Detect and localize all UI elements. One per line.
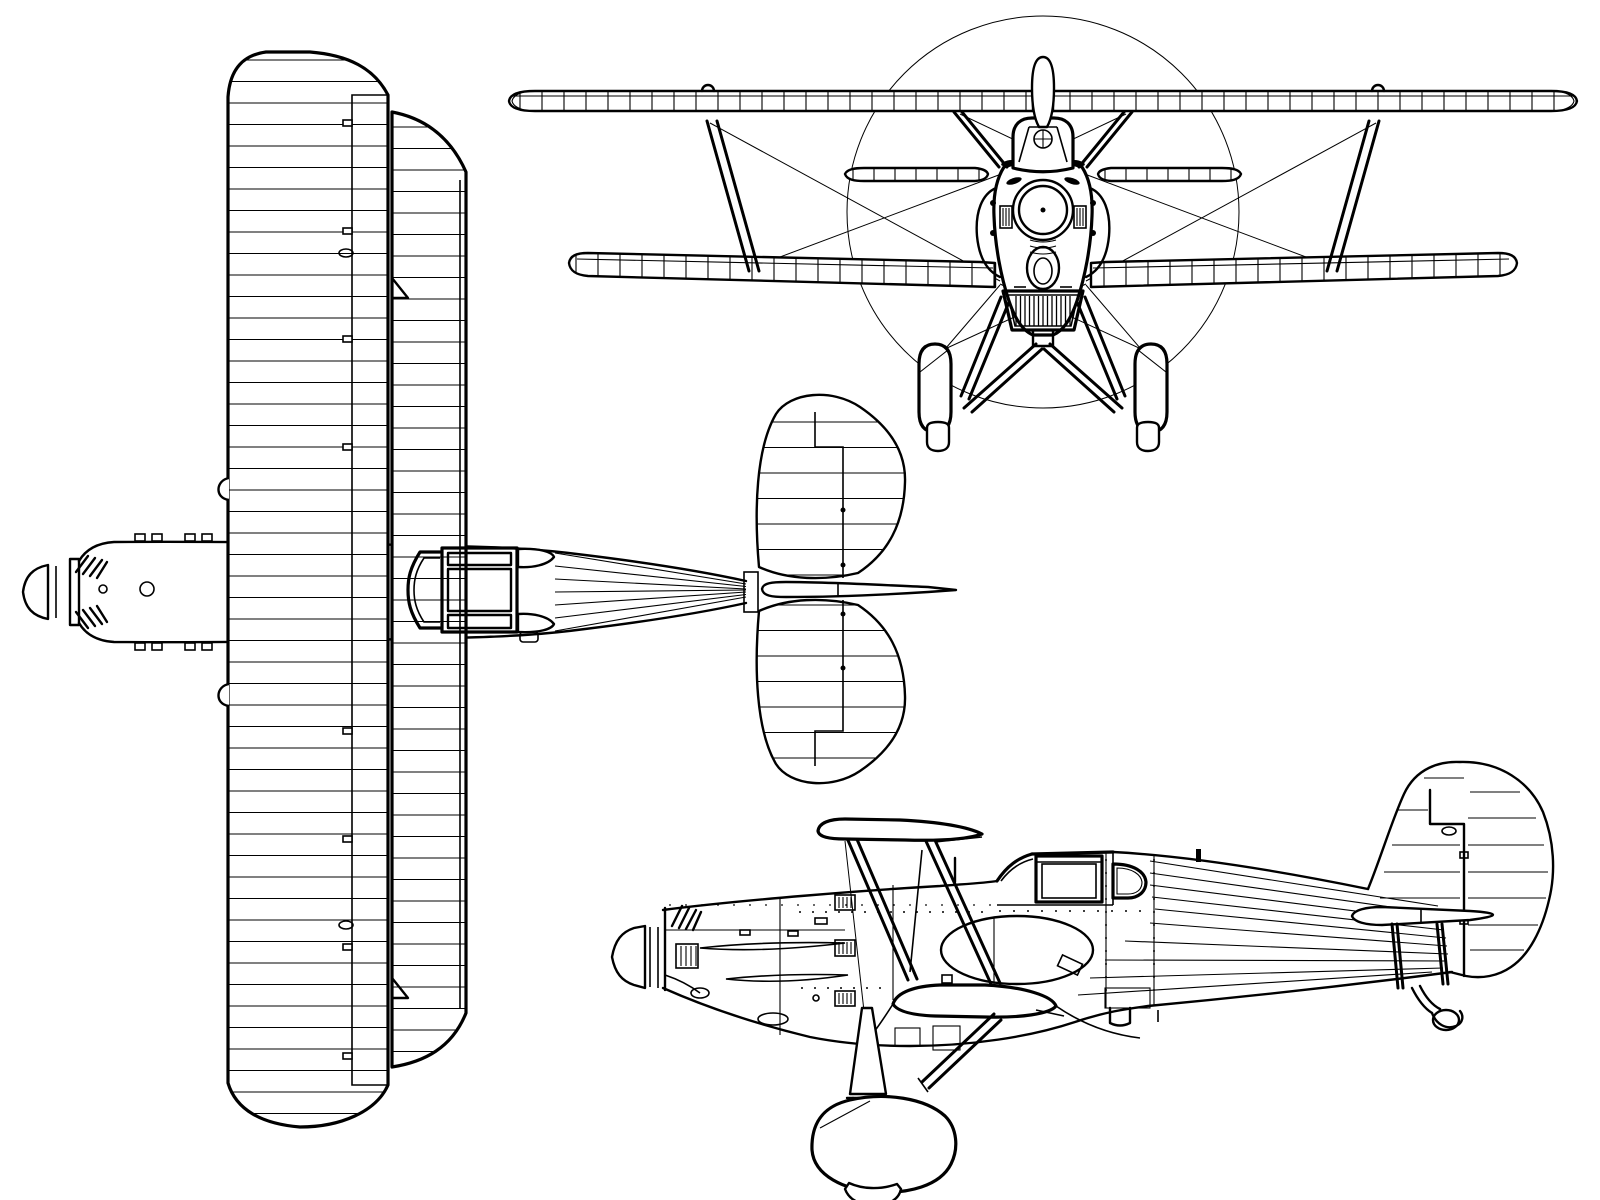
exhaust-stubs-plan bbox=[74, 554, 109, 630]
tailplane-attachment-box bbox=[743, 571, 759, 613]
fuselage-port-small bbox=[98, 584, 108, 594]
gun-trough-lower bbox=[725, 973, 849, 983]
headrest-fairing-right bbox=[516, 612, 556, 634]
upper-wing-plan bbox=[217, 50, 390, 1129]
aerial-mast bbox=[1196, 849, 1201, 862]
wheel-spat-side bbox=[810, 1094, 958, 1194]
canopy-frame-side bbox=[1034, 854, 1104, 904]
spinner-plan bbox=[21, 563, 50, 621]
gear-attachment-neck bbox=[1031, 328, 1055, 348]
cowl-grille-left bbox=[999, 205, 1013, 229]
aft-window bbox=[1111, 862, 1148, 900]
cowl-grille-right bbox=[1073, 205, 1087, 229]
propeller-disc bbox=[846, 15, 1240, 409]
fuselage-port-large bbox=[139, 581, 155, 597]
lower-wing-ribs bbox=[393, 126, 465, 1053]
lower-wing-plan bbox=[390, 110, 468, 1069]
leading-edge-bump-2 bbox=[217, 682, 230, 708]
panel-latches-plan bbox=[134, 533, 213, 651]
aileron-horn-left bbox=[700, 83, 716, 93]
interplane-strut-right bbox=[1325, 119, 1381, 273]
stabilizer-ribs-lower bbox=[756, 604, 906, 759]
wheel-spat-left-front bbox=[917, 342, 953, 453]
carburetor-intake bbox=[1025, 245, 1061, 291]
bracing-wires bbox=[709, 113, 1377, 363]
engine-cowling-ring bbox=[1011, 178, 1075, 242]
fuel-tank-panel bbox=[939, 914, 1095, 986]
walkway-flag-1 bbox=[390, 276, 410, 300]
cabane-struts bbox=[952, 110, 1134, 169]
propeller-blade bbox=[1030, 55, 1056, 129]
radiator-grille bbox=[1001, 289, 1085, 332]
propeller-hub bbox=[1040, 207, 1046, 213]
side-view bbox=[610, 760, 1555, 1200]
elevator-hinge-plan bbox=[814, 412, 846, 766]
walkway-flag-2 bbox=[390, 976, 410, 1000]
cowl-ring-plan bbox=[68, 557, 81, 627]
louvres-side bbox=[675, 894, 856, 1007]
top-view bbox=[21, 50, 958, 1129]
front-view bbox=[507, 15, 1579, 453]
fin-ribs bbox=[1380, 777, 1548, 951]
jacking-step bbox=[1108, 1006, 1132, 1027]
wing-airfoil-side bbox=[816, 817, 984, 843]
canopy-side bbox=[995, 850, 1148, 906]
upper-wing-ribs bbox=[229, 59, 387, 1115]
lower-wing-front bbox=[567, 251, 1519, 289]
tail-wheel bbox=[1410, 984, 1464, 1032]
interplane-strut-left bbox=[705, 119, 761, 273]
rudder-edge-plan bbox=[760, 580, 958, 599]
strut-cluster-side bbox=[844, 835, 1002, 1057]
landing-gear-front bbox=[959, 295, 1127, 414]
gun-trough-upper bbox=[699, 941, 846, 951]
windscreen-side bbox=[995, 852, 1034, 883]
tailplane-front bbox=[843, 166, 1243, 183]
fin-rudder bbox=[1366, 760, 1555, 979]
aileron-horn-right bbox=[1370, 83, 1386, 93]
windscreen-plan bbox=[406, 550, 442, 630]
tailplane-struts bbox=[1390, 922, 1450, 990]
leading-edge-bump-1 bbox=[217, 476, 230, 502]
turtledeck-stringers-plan bbox=[554, 552, 747, 632]
headrest-fairing-left bbox=[516, 547, 556, 569]
headrest-front bbox=[1011, 116, 1075, 174]
canopy-frame-plan bbox=[440, 546, 519, 634]
cheek-fairing-right bbox=[1084, 186, 1111, 279]
tailplane-side bbox=[1350, 905, 1494, 1032]
cockpit-canopy-plan bbox=[406, 546, 556, 643]
aileron-plan bbox=[338, 94, 388, 1086]
fuselage-front bbox=[975, 159, 1111, 348]
tailplane-plan bbox=[755, 393, 958, 785]
exhaust-stubs-side bbox=[670, 904, 703, 932]
rudder-hinge bbox=[1428, 788, 1466, 978]
wheel-spat-right-front bbox=[1133, 342, 1169, 453]
spinner-side bbox=[610, 924, 647, 990]
cheek-fairing-left bbox=[975, 186, 1002, 279]
landing-gear-side bbox=[810, 1006, 1003, 1200]
